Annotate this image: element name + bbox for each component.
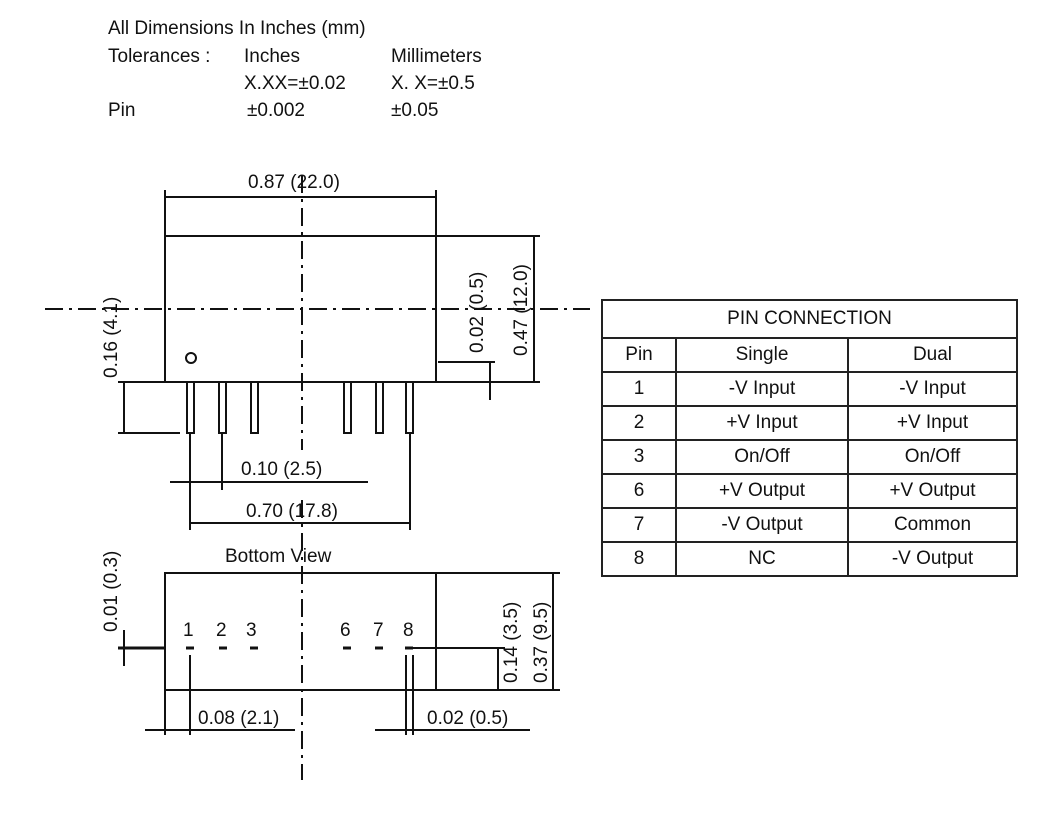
millimeters-tolerance: X. X=±0.5: [391, 73, 475, 94]
dimension-units-note: All Dimensions In Inches (mm): [108, 18, 366, 39]
pin-inches-tolerance: ±0.002: [247, 100, 305, 121]
single-function-cell: +V Input: [675, 405, 849, 441]
dual-function-cell: -V Output: [847, 541, 1018, 577]
pin-number-cell: 2: [601, 405, 677, 441]
bottom-pin-number: 2: [216, 620, 227, 641]
single-function-cell: On/Off: [675, 439, 849, 475]
side-pin: [186, 381, 195, 434]
pin-diameter-dimension: 0.02 (0.5): [427, 708, 508, 729]
dual-column-header: Dual: [847, 337, 1018, 373]
standoff-dimension: 0.02 (0.5): [467, 272, 488, 353]
single-function-cell: -V Output: [675, 507, 849, 543]
millimeters-column-label: Millimeters: [391, 46, 482, 67]
inches-tolerance: X.XX=±0.02: [244, 73, 346, 94]
single-function-cell: +V Output: [675, 473, 849, 509]
width-dimension: 0.87 (22.0): [248, 172, 340, 193]
pin-millimeters-tolerance: ±0.05: [391, 100, 439, 121]
side-pin: [405, 381, 414, 434]
table-row: 6 +V Output +V Output: [601, 473, 1018, 509]
row-offset-dimension: 0.14 (3.5): [501, 602, 522, 683]
package-side-body: [164, 235, 437, 383]
bottom-height-dimension: 0.37 (9.5): [531, 602, 552, 683]
side-pin: [250, 381, 259, 434]
dual-function-cell: On/Off: [847, 439, 1018, 475]
pin-span-dimension: 0.70 (17.8): [246, 501, 338, 522]
bottom-pin-number: 1: [183, 620, 194, 641]
pin-number-cell: 6: [601, 473, 677, 509]
side-pin: [218, 381, 227, 434]
pin-length-dimension: 0.16 (4.1): [101, 297, 122, 378]
bottom-view-label: Bottom View: [225, 546, 332, 567]
pin-connection-table: PIN CONNECTION Pin Single Dual 1 -V Inpu…: [601, 299, 1018, 577]
pin-number-cell: 8: [601, 541, 677, 577]
table-row: 3 On/Off On/Off: [601, 439, 1018, 475]
single-function-cell: NC: [675, 541, 849, 577]
bottom-pin-number: 3: [246, 620, 257, 641]
dual-function-cell: +V Input: [847, 405, 1018, 441]
dual-function-cell: +V Output: [847, 473, 1018, 509]
table-row: 2 +V Input +V Input: [601, 405, 1018, 441]
table-row: 8 NC -V Output: [601, 541, 1018, 577]
dual-function-cell: -V Input: [847, 371, 1018, 407]
side-pin: [375, 381, 384, 434]
edge-to-pin-dimension: 0.08 (2.1): [198, 708, 279, 729]
height-dimension: 0.47 (12.0): [511, 264, 532, 356]
bottom-pin-number: 8: [403, 620, 414, 641]
side-pins: [186, 381, 414, 434]
pin-number-cell: 7: [601, 507, 677, 543]
pin-tolerance-label: Pin: [108, 100, 136, 121]
pin1-marker: [185, 352, 197, 364]
inches-column-label: Inches: [244, 46, 300, 67]
single-function-cell: -V Input: [675, 371, 849, 407]
package-bottom-body: [164, 572, 437, 691]
dual-function-cell: Common: [847, 507, 1018, 543]
tolerances-label: Tolerances :: [108, 46, 211, 67]
bottom-pin-number: 6: [340, 620, 351, 641]
bottom-offset-dimension: 0.01 (0.3): [101, 551, 122, 632]
center-lines: [45, 175, 590, 780]
single-column-header: Single: [675, 337, 849, 373]
pin-table-title: PIN CONNECTION: [601, 299, 1018, 339]
pin-pitch-dimension: 0.10 (2.5): [241, 459, 322, 480]
table-row: 1 -V Input -V Input: [601, 371, 1018, 407]
table-row: 7 -V Output Common: [601, 507, 1018, 543]
pin-number-cell: 3: [601, 439, 677, 475]
side-pin: [343, 381, 352, 434]
pin-number-cell: 1: [601, 371, 677, 407]
pin-column-header: Pin: [601, 337, 677, 373]
bottom-pin-number: 7: [373, 620, 384, 641]
